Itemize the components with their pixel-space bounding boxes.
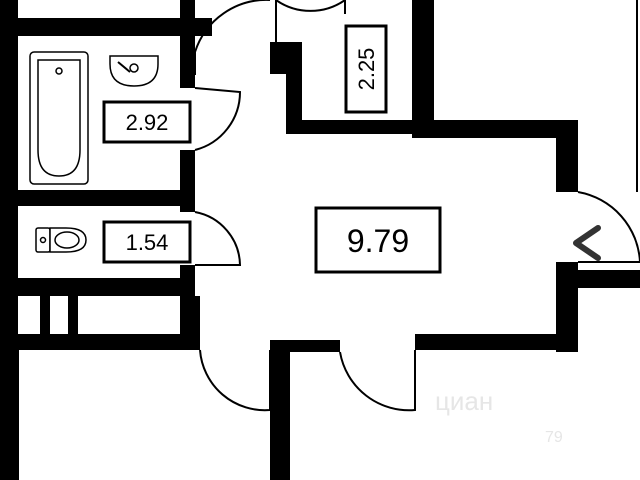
chevron-left-icon bbox=[573, 225, 601, 261]
sink-tap bbox=[117, 61, 131, 73]
room-label-toilet: 1.54 bbox=[102, 220, 192, 264]
wall-top-bathroom bbox=[0, 18, 212, 36]
room-label-bathroom: 2.92 bbox=[102, 100, 192, 144]
wall-left-outer bbox=[0, 0, 18, 480]
wall-lower-middle-left bbox=[180, 296, 200, 350]
wall-closet-bottom bbox=[286, 120, 426, 134]
bathtub-drain bbox=[55, 67, 63, 75]
interior-lines bbox=[17, 0, 638, 480]
watermark: циан 79 bbox=[435, 386, 563, 446]
bathroom-area: 2.92 bbox=[126, 110, 169, 135]
door-lower-left bbox=[199, 349, 271, 412]
wall-bath-toilet bbox=[18, 190, 195, 206]
door-entrance bbox=[577, 191, 640, 263]
watermark-number: 79 bbox=[545, 429, 563, 446]
toilet-area: 1.54 bbox=[126, 230, 169, 255]
wall-stub-1 bbox=[40, 296, 50, 336]
doors bbox=[194, 0, 640, 412]
bathtub-inner bbox=[37, 59, 81, 177]
wall-lower-middle-right bbox=[290, 340, 340, 352]
wall-bathroom-right-bottom bbox=[180, 150, 195, 200]
door-toilet bbox=[194, 211, 242, 266]
door-bathroom bbox=[194, 87, 242, 151]
sink-drain bbox=[129, 63, 139, 73]
wall-right-lower bbox=[556, 262, 578, 352]
hall-area: 9.79 bbox=[347, 223, 409, 259]
wall-right-lower-stub bbox=[578, 270, 640, 288]
wall-toilet-right bbox=[180, 206, 195, 212]
wall-lower-left bbox=[18, 334, 200, 350]
wall-closet-right bbox=[412, 0, 434, 134]
closet-area: 2.25 bbox=[354, 48, 379, 91]
door-lower-right bbox=[339, 350, 416, 412]
sink bbox=[109, 55, 159, 87]
toilet-tank-button bbox=[39, 236, 47, 244]
wall-top-left-upper bbox=[180, 0, 195, 18]
wall-below-toilet bbox=[18, 278, 195, 296]
room-label-closet: 2.25 bbox=[344, 24, 388, 114]
toilet-seat bbox=[54, 231, 80, 249]
wall-bathroom-right-top bbox=[180, 18, 195, 88]
room-label-hall: 9.79 bbox=[314, 206, 442, 274]
bathtub bbox=[29, 51, 89, 185]
door-top-left bbox=[194, 0, 270, 53]
wall-stub-2 bbox=[68, 296, 78, 336]
wall-right-upper bbox=[556, 120, 578, 192]
watermark-logo-text: циан bbox=[435, 386, 493, 416]
wall-right-top-horizontal bbox=[412, 120, 577, 138]
toilet bbox=[35, 227, 87, 253]
door-closet bbox=[275, 0, 346, 12]
wall-lower-middle-pillar bbox=[270, 340, 290, 480]
wall-lower-right bbox=[415, 334, 578, 350]
wall-closet-left bbox=[286, 42, 302, 134]
